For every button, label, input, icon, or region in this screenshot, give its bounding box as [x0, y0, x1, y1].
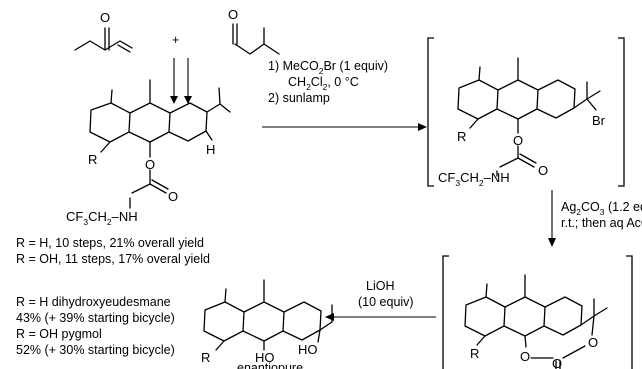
isovaleraldehyde: O [228, 7, 280, 55]
carbonate-brackets [442, 255, 633, 369]
ketone-oxygen: O [100, 10, 110, 25]
svg-text:LiOH: LiOH [366, 279, 394, 293]
step3-conditions: LiOH (10 equiv) [358, 279, 414, 309]
step1-arrow [262, 123, 427, 131]
product-result-r-h: R = H dihydroxyeudesmane [16, 295, 171, 309]
start-yield-r-h: R = H, 10 steps, 21% overall yield [16, 236, 204, 250]
bromide-structure [457, 57, 601, 177]
bromide-carbonyl-oxygen: O [538, 163, 548, 178]
product-ho-1: HO [255, 350, 275, 365]
step2-arrow [548, 190, 556, 247]
svg-text:1) MeCO2Br (1 equiv): 1) MeCO2Br (1 equiv) [268, 59, 388, 76]
start-cf3ch2nh-label: CF3CH2–NH [66, 209, 138, 227]
methyl-vinyl-ketone: O [74, 10, 133, 53]
carbonate-structure [464, 274, 608, 369]
product-ho-2: HO [298, 342, 318, 357]
start-material-structure [89, 79, 231, 209]
product-r-label: R [201, 350, 210, 365]
start-yield-r-oh: R = OH, 11 steps, 17% overal yield [16, 252, 210, 266]
svg-text:(10 equiv): (10 equiv) [358, 295, 414, 309]
svg-text:CH2Cl2, 0 °C: CH2Cl2, 0 °C [288, 75, 359, 92]
product-caption: enantiopure [237, 361, 303, 369]
start-r-label: R [88, 152, 97, 167]
step1-conditions: 1) MeCO2Br (1 equiv) CH2Cl2, 0 °C 2) sun… [268, 59, 388, 105]
step3-arrow [325, 313, 436, 321]
start-carbonyl-oxygen: O [168, 189, 178, 204]
svg-text:CF3CH2–NH: CF3CH2–NH [66, 209, 138, 227]
bromide-br-label: Br [592, 113, 606, 128]
plus-sign: + [172, 33, 179, 47]
svg-text:Ag2CO3 (1.2 equiv): Ag2CO3 (1.2 equiv) [561, 200, 642, 217]
product-yield-r-oh: 52% (+ 30% starting bicycle) [16, 343, 175, 357]
aldehyde-oxygen: O [228, 7, 238, 22]
annulation-arrows [170, 58, 192, 104]
product-structure [203, 279, 333, 351]
svg-text:2) sunlamp: 2) sunlamp [268, 91, 330, 105]
bromide-ester-oxygen: O [513, 133, 523, 148]
product-yield-r-h: 43% (+ 39% starting bicycle) [16, 311, 175, 325]
start-h-label: H [206, 142, 215, 157]
carbonate-oxygen-2: O [588, 335, 598, 350]
carbonate-oxygen-3: O [552, 356, 562, 369]
product-result-r-oh: R = OH pygmol [16, 327, 102, 341]
svg-text:CF3CH2–NH: CF3CH2–NH [438, 170, 510, 188]
carbonate-oxygen-1: O [520, 349, 530, 364]
svg-text:r.t.; then aq AcOH: r.t.; then aq AcOH [561, 216, 642, 230]
bromide-brackets [427, 37, 625, 187]
start-ester-oxygen: O [145, 157, 155, 172]
bromide-cf3ch2nh-label: CF3CH2–NH [438, 170, 510, 188]
bromide-r-label: R [457, 129, 466, 144]
carbonate-r-label: R [470, 346, 479, 361]
step2-conditions: Ag2CO3 (1.2 equiv) r.t.; then aq AcOH [561, 200, 642, 230]
